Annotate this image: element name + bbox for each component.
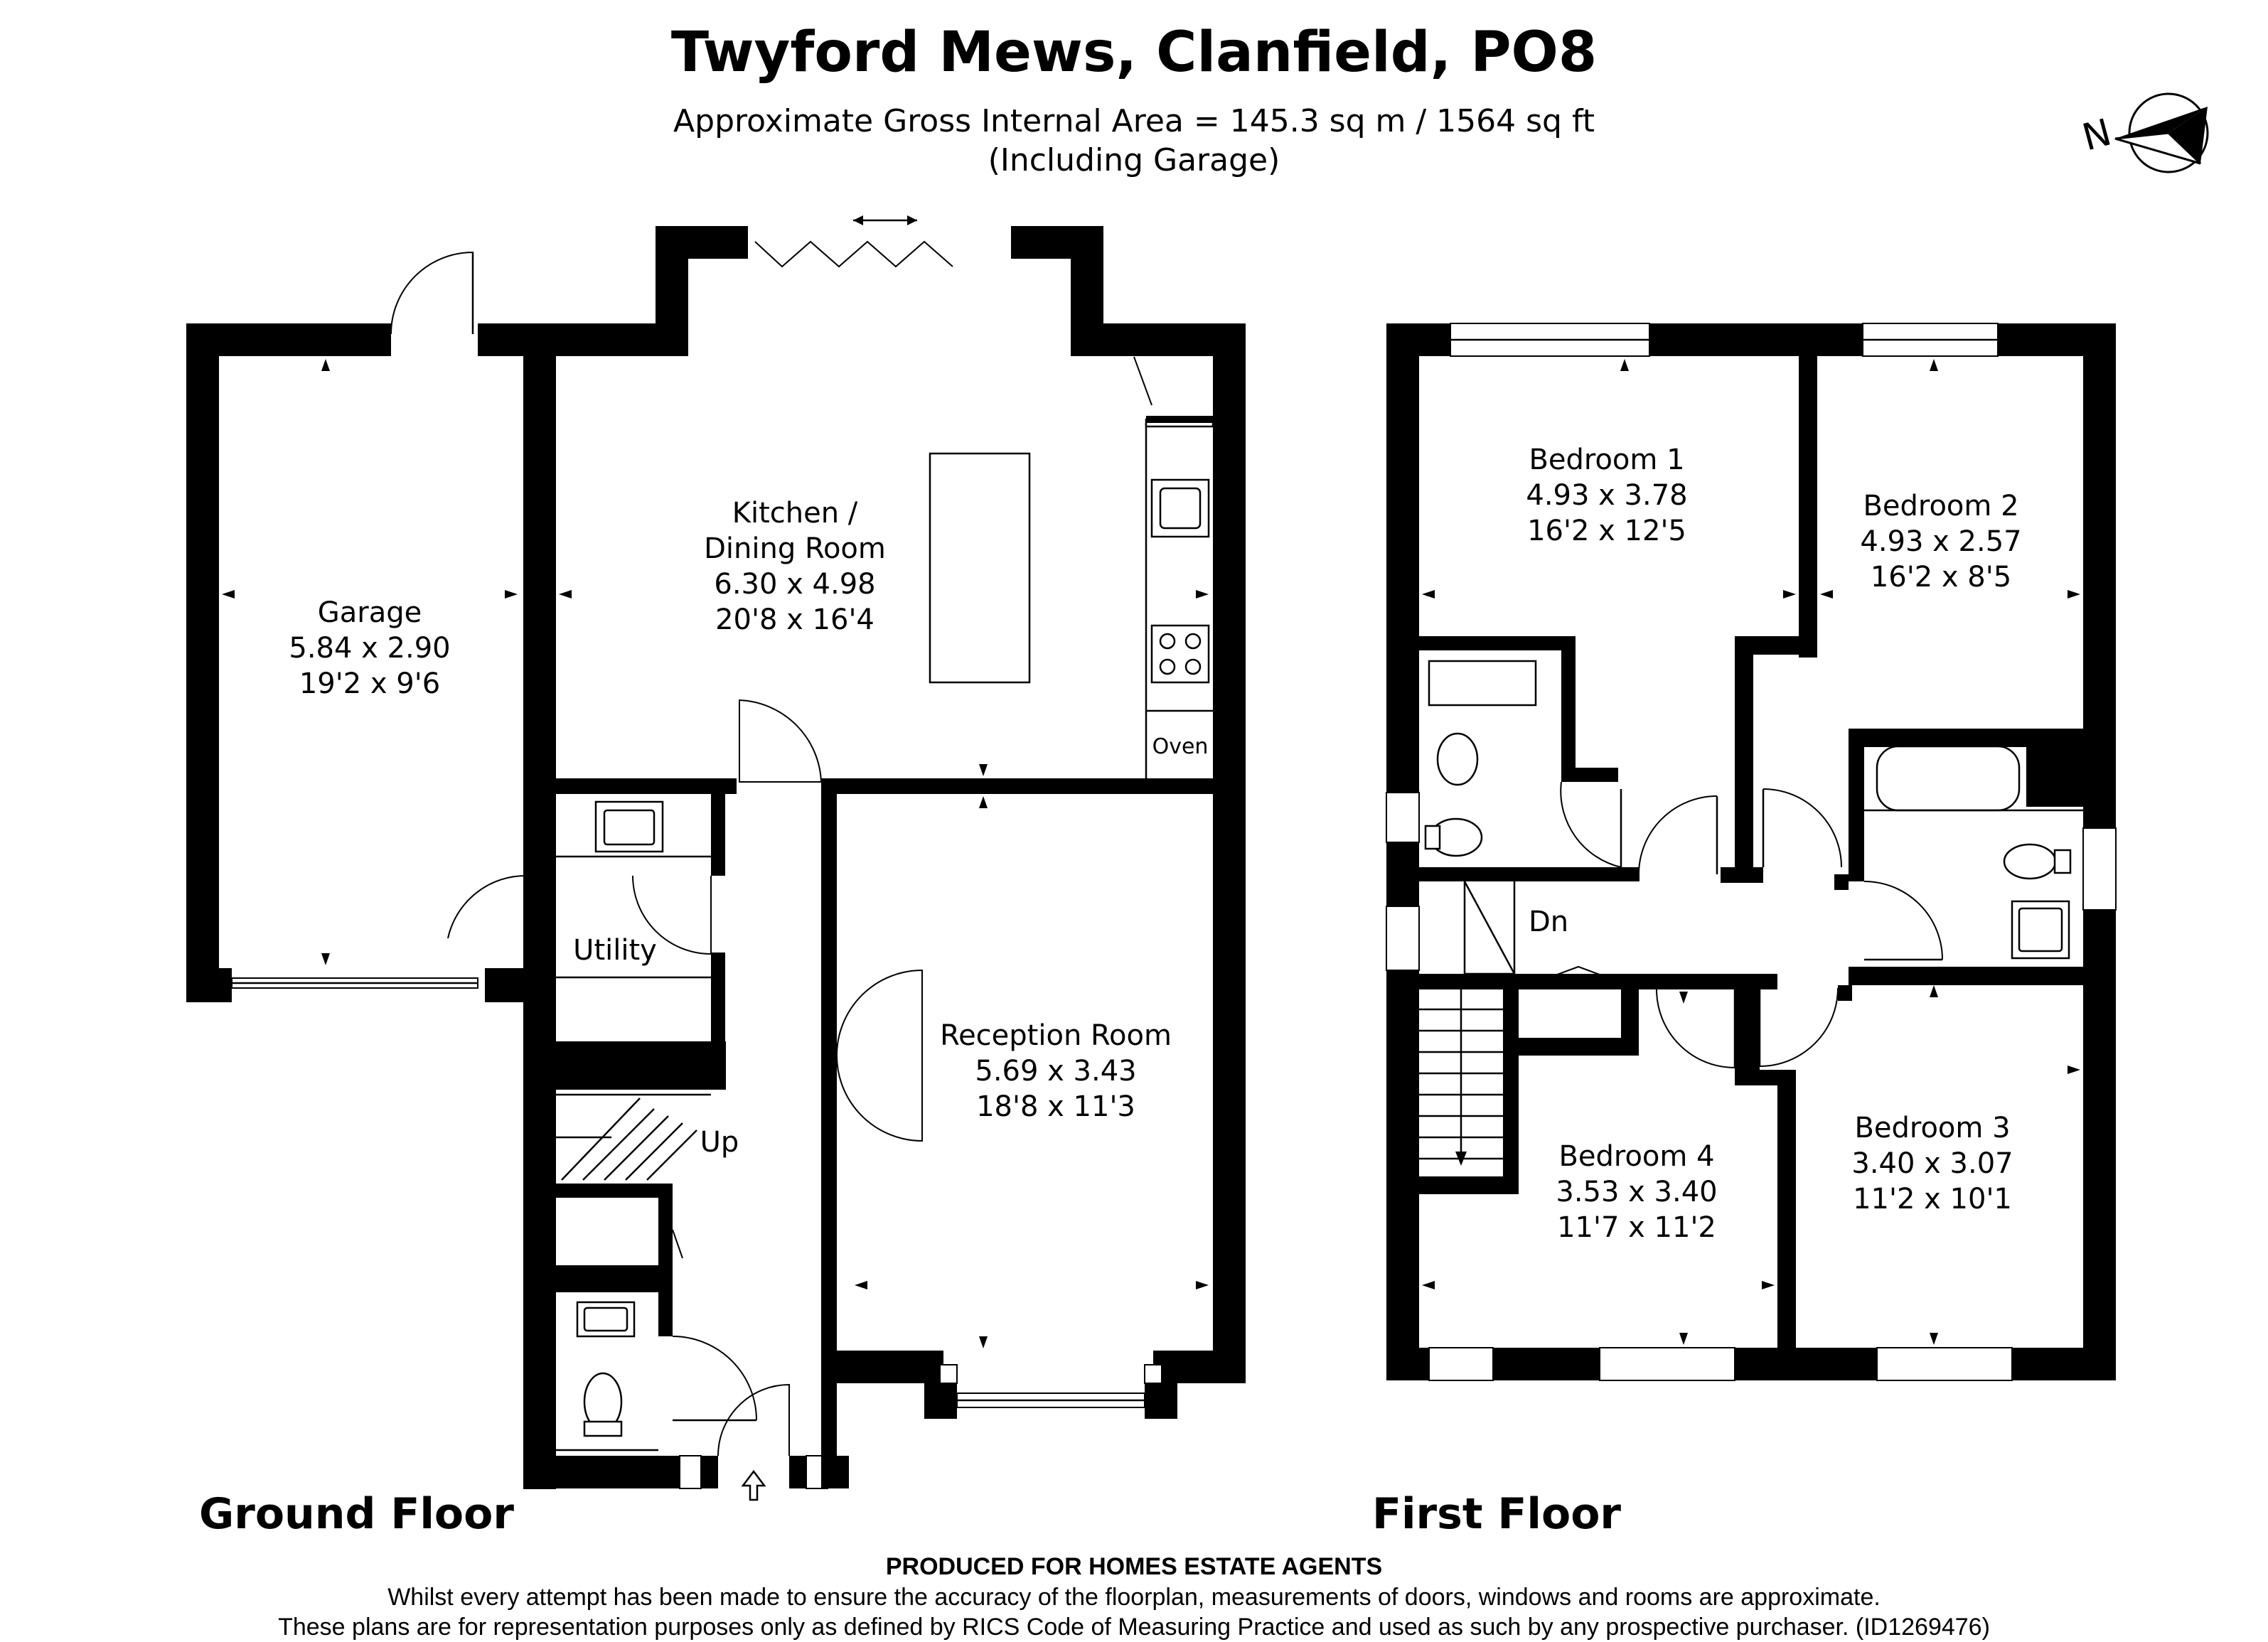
svg-text:Reception Room: Reception Room — [940, 1019, 1172, 1052]
first-floor-label: First Floor — [1372, 1489, 1621, 1539]
svg-text:18'8 x 11'3: 18'8 x 11'3 — [976, 1090, 1135, 1123]
svg-text:Garage: Garage — [318, 596, 422, 629]
svg-text:4.93 x 3.78: 4.93 x 3.78 — [1526, 479, 1687, 512]
compass-letter: N — [2078, 112, 2116, 160]
svg-text:Bedroom 3: Bedroom 3 — [1854, 1112, 2010, 1144]
stairs-up-label: Up — [700, 1126, 739, 1159]
svg-text:Kitchen /: Kitchen / — [732, 497, 858, 530]
svg-text:5.84 x 2.90: 5.84 x 2.90 — [289, 632, 450, 665]
first-floor-plan — [1386, 323, 2117, 1381]
including-garage-note: (Including Garage) — [988, 142, 1280, 178]
room-label-kitchen: Kitchen / Dining Room 6.30 x 4.98 20'8 x… — [704, 497, 886, 636]
svg-text:19'2 x 9'6: 19'2 x 9'6 — [299, 667, 440, 700]
svg-text:4.93 x 2.57: 4.93 x 2.57 — [1860, 525, 2021, 558]
svg-text:11'7 x 11'2: 11'7 x 11'2 — [1557, 1211, 1716, 1244]
svg-text:16'2 x 8'5: 16'2 x 8'5 — [1871, 561, 2011, 594]
room-label-reception: Reception Room 5.69 x 3.43 18'8 x 11'3 — [940, 1019, 1172, 1123]
ground-floor-plan — [186, 215, 1246, 1501]
svg-text:5.69 x 3.43: 5.69 x 3.43 — [975, 1055, 1136, 1088]
room-label-bedroom-3: Bedroom 3 3.40 x 3.07 11'2 x 10'1 — [1851, 1112, 2013, 1216]
disclaimer-line-2: These plans are for representation purpo… — [278, 1614, 1990, 1641]
room-label-bedroom-1: Bedroom 1 4.93 x 3.78 16'2 x 12'5 — [1526, 444, 1687, 547]
oven-label: Oven — [1152, 734, 1209, 759]
svg-text:6.30 x 4.98: 6.30 x 4.98 — [714, 568, 875, 601]
svg-text:20'8 x 16'4: 20'8 x 16'4 — [715, 603, 874, 636]
ground-floor-label: Ground Floor — [199, 1489, 514, 1539]
producer-heading: PRODUCED FOR HOMES ESTATE AGENTS — [886, 1553, 1382, 1580]
svg-text:3.53 x 3.40: 3.53 x 3.40 — [1556, 1176, 1717, 1208]
svg-text:Dining Room: Dining Room — [704, 532, 886, 565]
svg-text:Bedroom 1: Bedroom 1 — [1529, 444, 1684, 476]
stairs-down-label: Dn — [1529, 906, 1568, 938]
svg-text:Bedroom 4: Bedroom 4 — [1558, 1140, 1714, 1173]
svg-text:16'2 x 12'5: 16'2 x 12'5 — [1527, 515, 1686, 547]
room-label-utility: Utility — [573, 934, 657, 967]
gross-area-label: Approximate Gross Internal Area = 145.3 … — [673, 103, 1595, 139]
svg-text:Bedroom 2: Bedroom 2 — [1863, 490, 2018, 522]
north-compass-icon: N — [2078, 92, 2209, 173]
svg-text:11'2 x 10'1: 11'2 x 10'1 — [1853, 1183, 2012, 1216]
room-label-bedroom-2: Bedroom 2 4.93 x 2.57 16'2 x 8'5 — [1860, 490, 2021, 594]
svg-text:3.40 x 3.07: 3.40 x 3.07 — [1851, 1147, 2013, 1180]
page-title: Twyford Mews, Clanfield, PO8 — [671, 21, 1597, 85]
disclaimer-line-1: Whilst every attempt has been made to en… — [387, 1584, 1881, 1611]
room-label-garage: Garage 5.84 x 2.90 19'2 x 9'6 — [289, 596, 450, 700]
room-label-bedroom-4: Bedroom 4 3.53 x 3.40 11'7 x 11'2 — [1556, 1140, 1717, 1244]
